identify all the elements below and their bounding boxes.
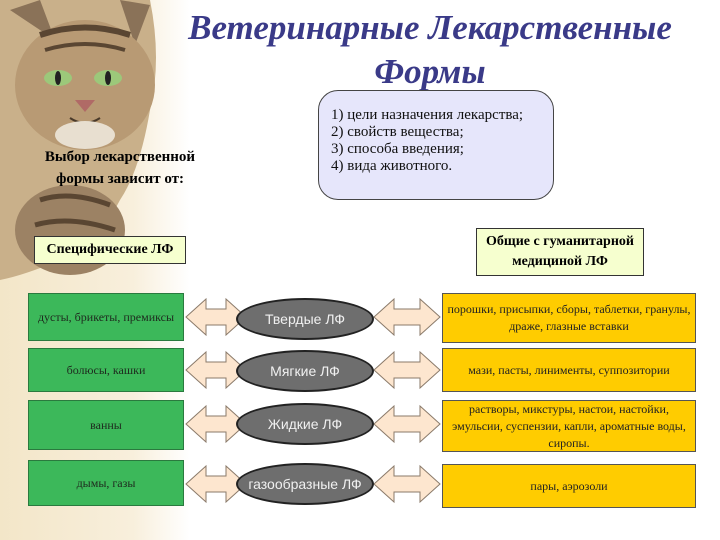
factor-item: 4) вида животного. bbox=[331, 158, 453, 174]
factor-item: 2) свойств вещества; bbox=[331, 124, 464, 140]
form-type-ellipse: газообразные ЛФ bbox=[236, 463, 374, 505]
right-arrow bbox=[373, 297, 441, 337]
form-type-ellipse: Жидкие ЛФ bbox=[236, 403, 374, 445]
specific-form-box: ванны bbox=[28, 400, 184, 450]
choice-label: Выбор лекарственной формы зависит от: bbox=[30, 146, 210, 190]
choice-label-line-2: формы зависит от: bbox=[55, 171, 185, 187]
right-arrow bbox=[373, 350, 441, 390]
factor-item: 3) способа введения; bbox=[331, 141, 464, 157]
right-arrow bbox=[373, 404, 441, 444]
common-header-line-2: медициной ЛФ bbox=[512, 254, 608, 269]
factor-item: 1) цели назначения лекарства; bbox=[331, 107, 524, 123]
choice-label-line-1: Выбор лекарственной bbox=[44, 149, 196, 165]
factors-bubble: 1) цели назначения лекарства; 2) свойств… bbox=[318, 90, 554, 200]
common-form-box: растворы, микстуры, настои, настойки, эм… bbox=[442, 400, 696, 452]
title-line-1: Ветеринарные Лекарственные bbox=[188, 8, 672, 47]
specific-forms-header: Специфические ЛФ bbox=[34, 236, 186, 264]
title-line-2: Формы bbox=[374, 52, 486, 91]
right-arrow bbox=[373, 464, 441, 504]
specific-form-box: болюсы, кашки bbox=[28, 348, 184, 392]
common-header-line-1: Общие с гуманитарной bbox=[486, 234, 634, 249]
form-type-ellipse: Твердые ЛФ bbox=[236, 298, 374, 340]
common-forms-header: Общие с гуманитарной медициной ЛФ bbox=[476, 228, 644, 276]
specific-form-box: дымы, газы bbox=[28, 460, 184, 506]
common-form-box: пары, аэрозоли bbox=[442, 464, 696, 508]
common-form-box: порошки, присыпки, сборы, таблетки, гран… bbox=[442, 293, 696, 343]
form-type-ellipse: Мягкие ЛФ bbox=[236, 350, 374, 392]
specific-form-box: дусты, брикеты, премиксы bbox=[28, 293, 184, 341]
page-title: Ветеринарные Лекарственные Формы bbox=[150, 6, 710, 94]
common-form-box: мази, пасты, линименты, суппозитории bbox=[442, 348, 696, 392]
